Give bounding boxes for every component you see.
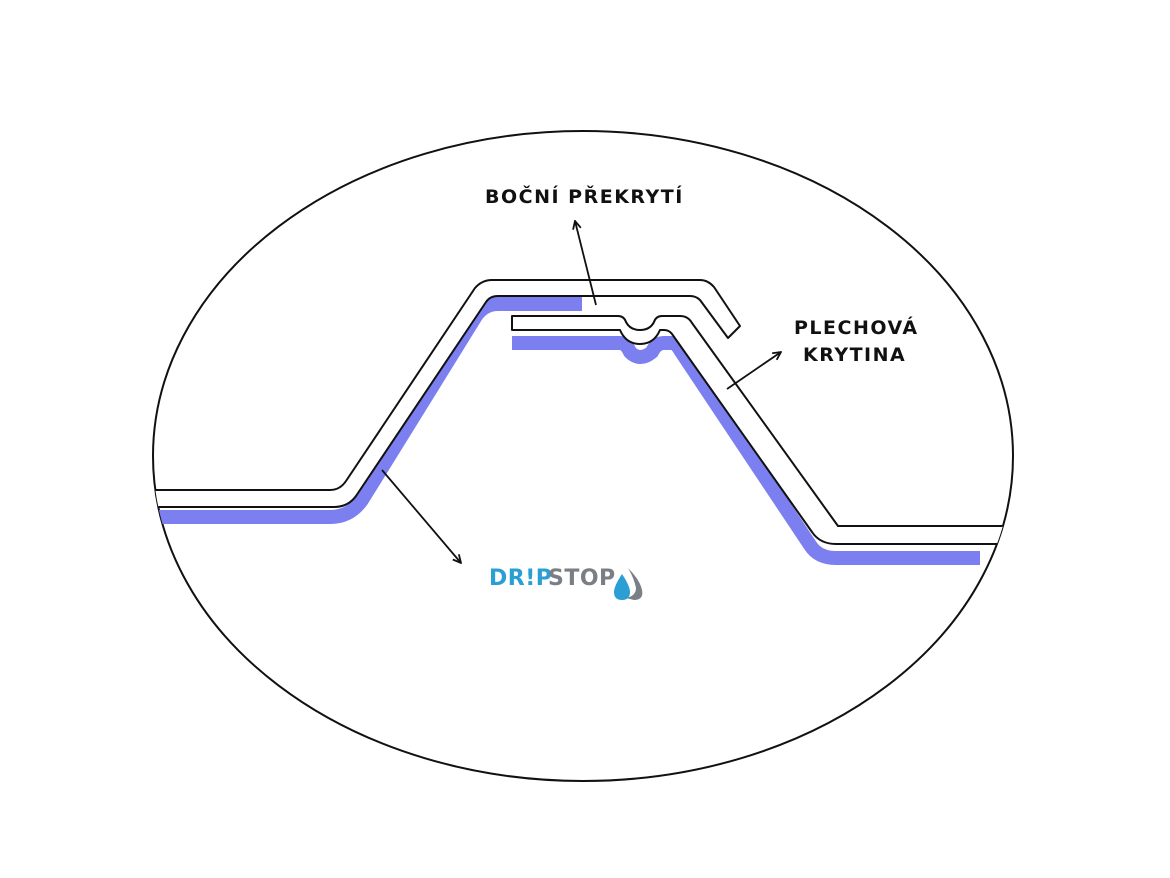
dripstop-logo: DR!P STOP — [489, 566, 643, 600]
detail-ellipse — [152, 130, 1014, 782]
logo-text-part1: DR!P — [489, 566, 552, 591]
sheet-roofing-label-line1: PLECHOVÁ — [794, 316, 919, 339]
dripstop-coating-right — [512, 336, 980, 565]
dripstop-coating-left — [153, 297, 582, 524]
upper-sheet-profile — [153, 279, 741, 508]
side-overlap-arrow — [575, 221, 597, 306]
side-overlap-label: BOČNÍ PŘEKRYTÍ — [485, 184, 684, 208]
lower-sheet-profile — [511, 315, 1013, 545]
sheet-roofing-arrow — [726, 352, 781, 390]
water-drop-icon — [614, 568, 643, 600]
dripstop-arrow — [381, 469, 461, 563]
sheet-roofing-label-line2: KRYTINA — [803, 344, 906, 366]
logo-text-part2: STOP — [548, 566, 616, 591]
